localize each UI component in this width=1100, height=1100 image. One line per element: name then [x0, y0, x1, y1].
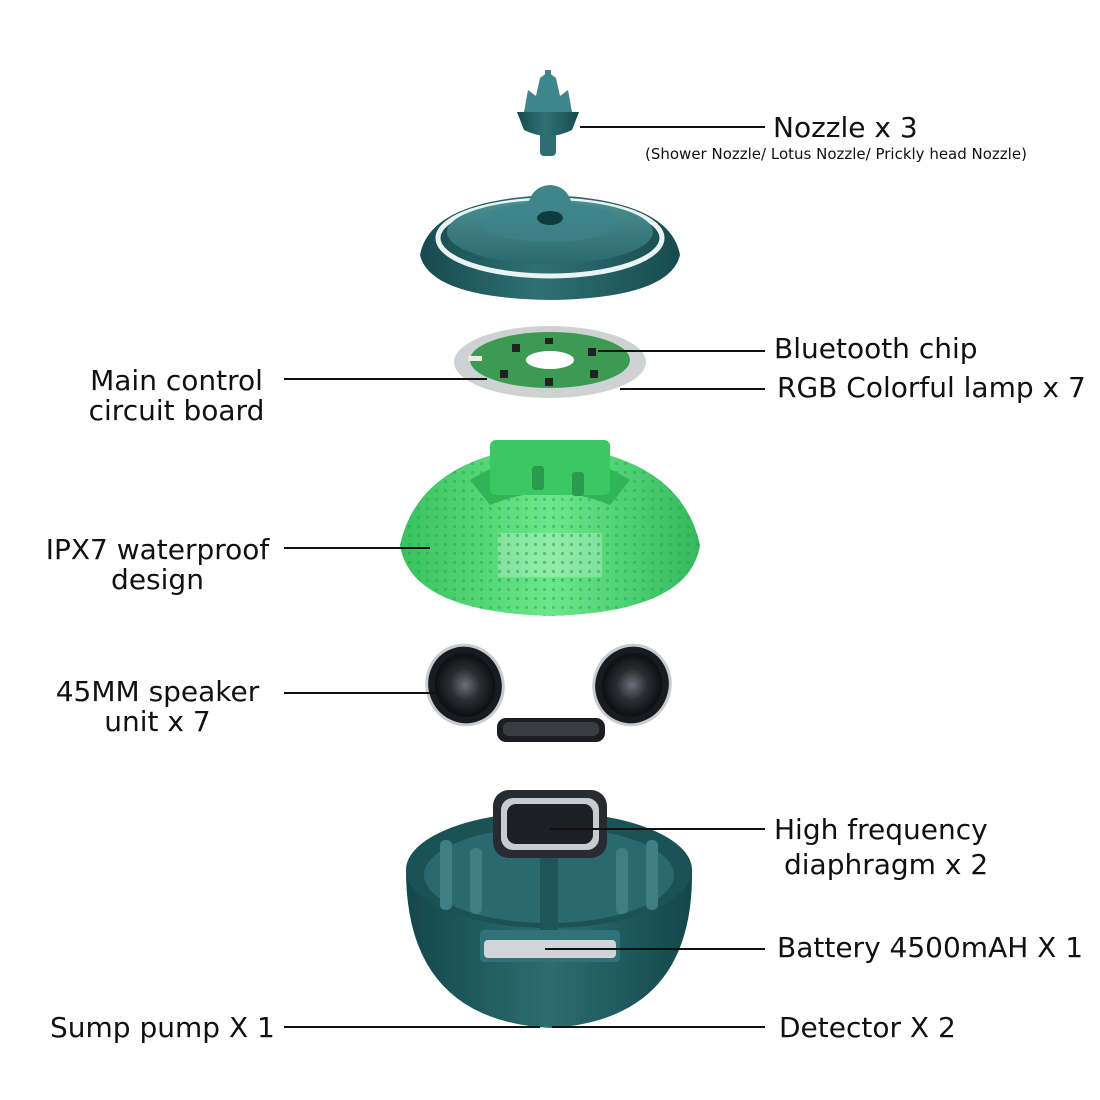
- hf-label-1: High frequency: [774, 813, 988, 846]
- waterproof-shell-part: [400, 440, 700, 616]
- detector-label: Detector X 2: [779, 1011, 956, 1044]
- nozzle-sub-label: (Shower Nozzle/ Lotus Nozzle/ Prickly he…: [645, 145, 1027, 163]
- hf-label-2: diaphragm x 2: [784, 848, 989, 881]
- speaker-label-2: unit x 7: [104, 705, 211, 738]
- speaker-units-part: [425, 643, 672, 742]
- ipx7-label-1: IPX7 waterproof: [45, 533, 270, 566]
- battery-label: Battery 4500mAH X 1: [777, 931, 1084, 964]
- ipx7-label-2: design: [111, 563, 204, 596]
- rgb-lamp-label: RGB Colorful lamp x 7: [777, 371, 1086, 404]
- nozzle-part: [517, 70, 579, 156]
- bluetooth-label: Bluetooth chip: [774, 332, 978, 365]
- sump-pump-label: Sump pump X 1: [50, 1011, 275, 1044]
- circuit-board-part: [454, 326, 646, 398]
- speaker-label-1: 45MM speaker: [55, 675, 260, 708]
- base-bowl-part: [406, 790, 693, 1028]
- main-control-label-1: Main control: [90, 364, 263, 397]
- top-cap-part: [420, 185, 680, 300]
- nozzle-label: Nozzle x 3: [773, 111, 918, 144]
- main-control-label-2: circuit board: [88, 394, 265, 427]
